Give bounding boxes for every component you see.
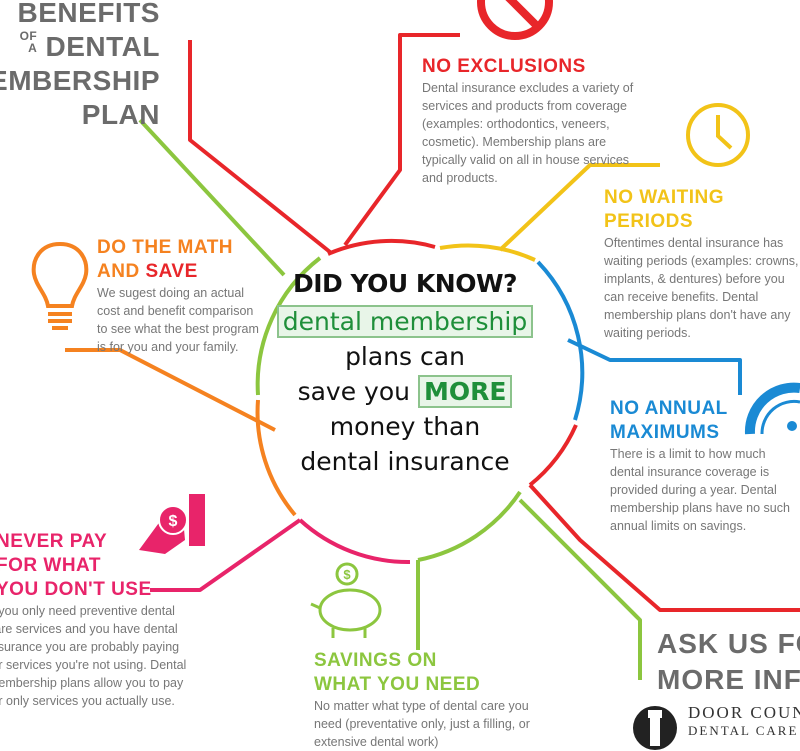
no-exclusions-body: Dental insurance excludes a variety of s…	[422, 81, 634, 185]
highlight-dental-membership: dental membership	[276, 305, 534, 338]
center-line-2: plans can	[345, 342, 465, 371]
line-ask-green	[518, 498, 642, 680]
ring-segment-orange	[255, 399, 297, 517]
lightbulb-icon	[31, 241, 89, 330]
never-pay-title-1: NEVER PAY	[0, 531, 108, 552]
center-line-3-text: save you	[297, 377, 410, 406]
ring-segment-blue	[536, 260, 585, 421]
gauge-icon	[744, 382, 800, 435]
title-line-4: PLAN	[81, 99, 160, 130]
center-line-3: save you MORE	[255, 374, 555, 409]
line-annual	[567, 338, 742, 395]
svg-text:$: $	[169, 513, 178, 530]
no-waiting-title-2: PERIODS	[604, 211, 694, 232]
logo-text: DOOR COUNTY DENTAL CARE	[688, 703, 800, 739]
page-title: BENEFITS OFA DENTAL MEMBERSHIP PLAN	[0, 0, 160, 132]
line-ask	[528, 483, 800, 612]
section-no-exclusions: NO EXCLUSIONS Dental insurance excludes …	[422, 55, 652, 187]
ring-segment-pink	[298, 518, 411, 565]
logo-line-2: DENTAL CARE	[688, 723, 799, 738]
ring-segment-red-top	[327, 238, 436, 256]
section-no-waiting: NO WAITING PERIODS Oftentimes dental ins…	[604, 186, 800, 342]
ask-line-1: ASK US FOR	[657, 628, 800, 659]
do-math-title-2: AND SAVE	[97, 260, 267, 284]
ask-us-block: ASK US FOR MORE INFO	[657, 626, 800, 698]
section-no-annual: NO ANNUAL MAXIMUMS There is a limit to h…	[610, 397, 790, 535]
no-waiting-title-1: NO WAITING	[604, 187, 725, 208]
center-line-5: dental insurance	[300, 447, 510, 476]
never-pay-title-2: FOR WHAT	[0, 555, 101, 576]
did-you-know-heading: DID YOU KNOW?	[292, 269, 518, 298]
do-math-save: SAVE	[145, 261, 198, 282]
no-waiting-body: Oftentimes dental insurance has waiting …	[604, 236, 799, 340]
money-hand-icon: $	[139, 494, 205, 554]
never-pay-title-3: YOU DON'T USE	[0, 579, 152, 600]
title-a: A	[28, 41, 38, 55]
do-math-title-1: DO THE MATH	[97, 237, 234, 258]
title-line-1: BENEFITS	[17, 0, 160, 28]
section-savings: SAVINGS ON WHAT YOU NEED No matter what …	[314, 649, 534, 751]
line-title	[188, 40, 332, 254]
ring-segment-green	[417, 490, 522, 562]
savings-body: No matter what type of dental care you n…	[314, 699, 530, 749]
no-annual-title-2: MAXIMUMS	[610, 422, 720, 443]
ring-segment-red	[528, 424, 578, 487]
line-waiting	[498, 163, 660, 252]
do-math-and: AND	[97, 261, 146, 282]
no-symbol-icon	[477, 0, 553, 40]
section-do-math: DO THE MATH AND SAVE We sugest doing an …	[97, 236, 267, 356]
do-math-body: We sugest doing an actual cost and benef…	[97, 286, 259, 354]
ask-line-2: MORE INFO	[657, 664, 800, 695]
title-of: OF	[19, 29, 38, 43]
section-never-pay: NEVER PAY FOR WHAT YOU DON'T USE If you …	[0, 530, 196, 710]
ring-segment-lime	[255, 256, 322, 396]
savings-title-2: WHAT YOU NEED	[314, 674, 481, 695]
svg-text:$: $	[343, 567, 351, 582]
center-message: DID YOU KNOW? dental membership plans ca…	[255, 268, 555, 479]
never-pay-body: If you only need preventive dental care …	[0, 604, 187, 708]
savings-title-1: SAVINGS ON	[314, 650, 437, 671]
title-dental: DENTAL	[45, 31, 160, 62]
center-line-4: money than	[329, 412, 481, 441]
highlight-more: MORE	[417, 375, 513, 408]
ring-segment-yellow	[439, 243, 536, 262]
line-lime	[138, 118, 286, 277]
no-annual-title-1: NO ANNUAL	[610, 398, 728, 419]
line-math	[65, 348, 276, 432]
piggy-bank-icon: $	[310, 562, 382, 638]
line-exclusions	[343, 33, 460, 247]
lighthouse-logo-icon	[633, 706, 677, 750]
logo-line-1: DOOR COUNTY	[688, 703, 800, 722]
clock-icon	[686, 103, 750, 167]
line-neverpay	[150, 518, 302, 592]
no-exclusions-title: NO EXCLUSIONS	[422, 56, 586, 77]
no-annual-body: There is a limit to how much dental insu…	[610, 447, 790, 533]
title-line-3: MEMBERSHIP	[0, 65, 160, 96]
